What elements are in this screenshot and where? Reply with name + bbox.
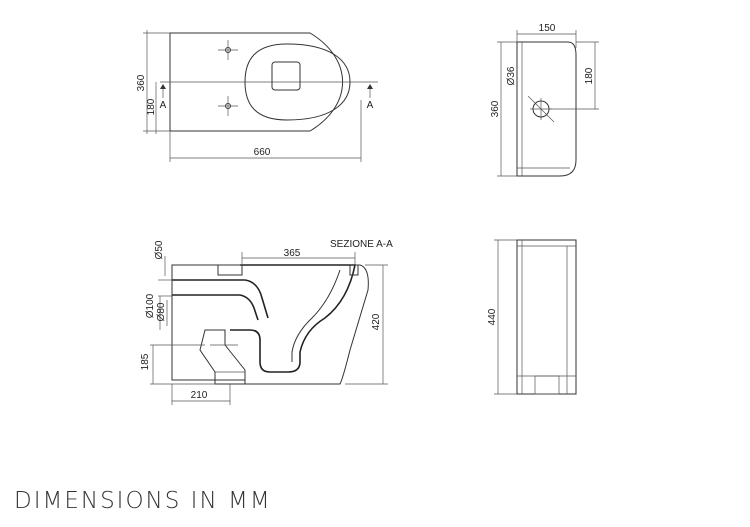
dim-d50: Ø50 [154,240,165,259]
dim-d36: Ø36 [506,66,517,85]
section-view: SEZIONE A-A 365 420 Ø50 Ø100 Ø80 [140,239,393,405]
fixing-hole-bottom [218,96,238,116]
dim-360-rear: 360 [490,100,501,117]
dim-440: 440 [487,308,498,325]
waste-pipe [199,329,246,385]
flush-button [271,61,301,91]
dim-d100: Ø100 [145,293,156,318]
fixing-hole-top [218,40,238,60]
side-view-outline [516,239,577,395]
top-view: A A 360 180 660 [136,30,378,162]
section-mark-left: A [160,100,167,111]
dim-185: 185 [140,353,151,370]
side-view: 440 [487,239,577,395]
dimensions-caption: DIMENSIONS IN MM [14,488,272,514]
section-title: SEZIONE A-A [330,239,393,250]
dim-180-top: 180 [146,98,157,115]
section-mark-right: A [367,100,374,111]
rear-view: 150 Ø36 180 360 [490,23,599,177]
dim-365: 365 [284,248,301,259]
top-view-outline [169,32,344,132]
dim-180-rear: 180 [584,67,595,84]
section-bowl [230,264,356,373]
dim-d80: Ø80 [156,302,167,321]
dim-360-top: 360 [136,74,147,91]
dim-660: 660 [254,147,271,158]
rear-view-outline [516,41,577,177]
dim-420: 420 [371,313,382,330]
dim-210: 210 [191,390,208,401]
top-view-seat [244,43,351,121]
dim-150: 150 [539,23,556,34]
section-outline [171,264,369,385]
